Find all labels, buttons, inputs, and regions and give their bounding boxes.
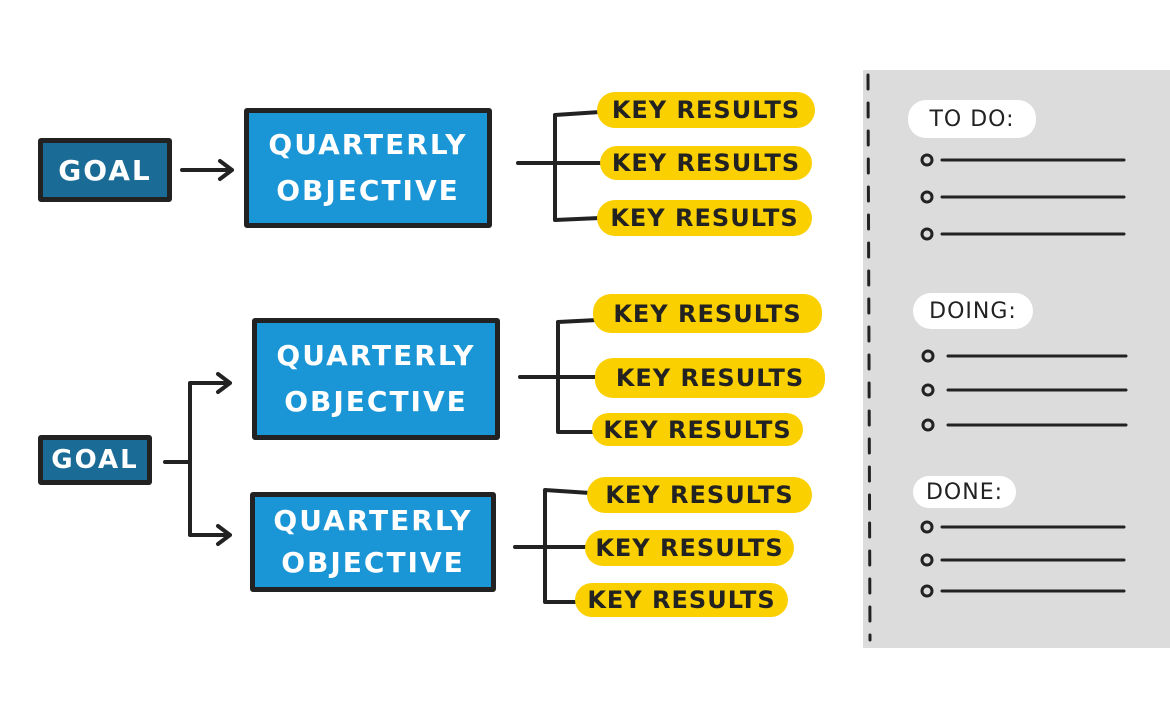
doing-label: DOING: <box>913 293 1033 329</box>
task-board-panel <box>863 70 1170 648</box>
key-result: KEY RESULTS <box>587 477 812 513</box>
key-result: KEY RESULTS <box>575 583 788 617</box>
key-result: KEY RESULTS <box>592 413 803 446</box>
objective-line2: OBJECTIVE <box>284 385 468 418</box>
dashed-divider <box>866 73 872 642</box>
goal-box: GOAL <box>38 435 152 485</box>
objective-line1: QUARTERLY <box>268 128 468 161</box>
key-result: KEY RESULTS <box>597 92 815 128</box>
objective-box: QUARTERLY OBJECTIVE <box>250 492 496 592</box>
key-result: KEY RESULTS <box>595 358 825 398</box>
objective-line2: OBJECTIVE <box>276 174 460 207</box>
arrow-goal1-objective1 <box>180 159 234 181</box>
goal-box: GOAL <box>38 138 172 202</box>
bracket-objective1 <box>516 110 602 222</box>
done-items <box>920 520 1126 598</box>
objective-line1: QUARTERLY <box>273 504 473 537</box>
todo-label: TO DO: <box>908 100 1036 138</box>
objective-line1: QUARTERLY <box>276 339 476 372</box>
key-result: KEY RESULTS <box>600 146 812 180</box>
arrow-goal2-objectives <box>163 372 232 546</box>
bracket-objective2b <box>513 488 592 604</box>
doing-items <box>921 349 1128 432</box>
key-result: KEY RESULTS <box>593 294 822 333</box>
objective-box: QUARTERLY OBJECTIVE <box>252 318 500 440</box>
key-result: KEY RESULTS <box>597 200 812 236</box>
key-result: KEY RESULTS <box>585 530 794 566</box>
objective-box: QUARTERLY OBJECTIVE <box>244 108 492 228</box>
objective-line2: OBJECTIVE <box>281 546 465 579</box>
bracket-objective2a <box>518 318 599 434</box>
todo-items <box>920 153 1126 241</box>
done-label: DONE: <box>913 476 1016 508</box>
